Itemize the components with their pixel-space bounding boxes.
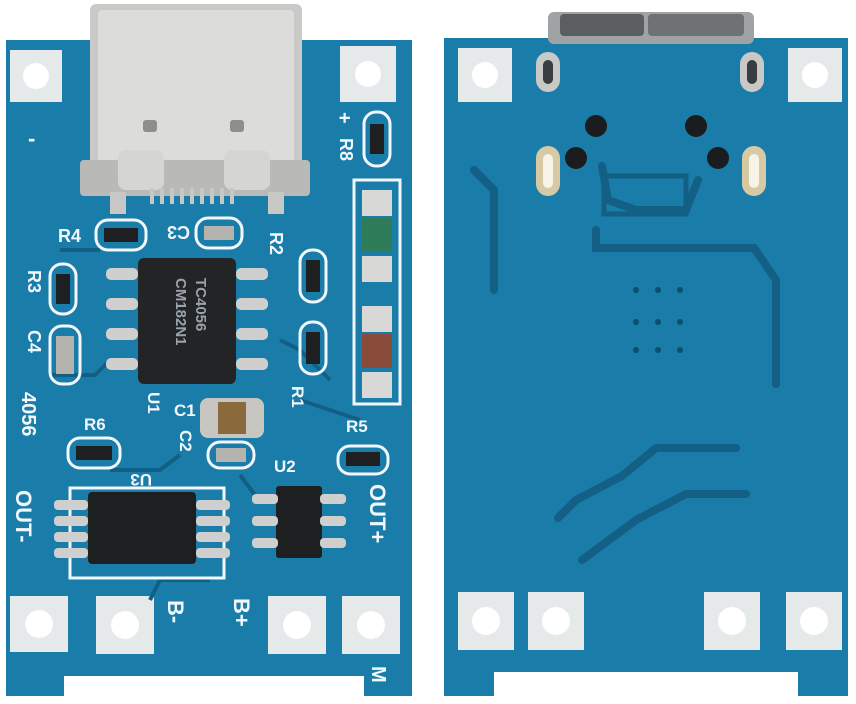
c4-label: C4 <box>24 330 44 353</box>
u2-label: U2 <box>274 457 296 476</box>
back-board-graphic <box>444 12 848 696</box>
c3-label: C3 <box>167 222 190 242</box>
capacitor-icon <box>200 398 264 438</box>
r2-label: R2 <box>266 232 286 255</box>
minus-label: - <box>28 126 35 151</box>
plus-label: + <box>333 112 355 124</box>
back-pcb-body <box>444 38 848 696</box>
u1-label: U1 <box>144 392 163 414</box>
front-board-graphic: TC4056 CM182N1 <box>6 4 412 696</box>
ic-marking-2: CM182N1 <box>172 278 189 346</box>
via-dots <box>633 287 683 353</box>
ic-marking-1: TC4056 <box>192 278 209 331</box>
u2-chip-icon <box>252 486 346 558</box>
b-minus-label: B- <box>163 600 188 623</box>
c1-label: C1 <box>174 401 196 420</box>
c2-label: C2 <box>176 430 195 452</box>
out-minus-label: OUT- <box>11 490 36 543</box>
r3-label: R3 <box>24 270 44 293</box>
usb-c-connector-icon <box>80 4 310 214</box>
r8-label: R8 <box>336 138 356 161</box>
out-plus-label: OUT+ <box>365 484 390 543</box>
m-label: M <box>367 666 389 683</box>
r5-label: R5 <box>346 417 368 436</box>
u3-chip-icon <box>54 486 230 580</box>
b-plus-label: B+ <box>229 598 254 627</box>
via-icon <box>536 52 766 196</box>
u3-label: U3 <box>130 470 152 489</box>
led-icon <box>352 178 402 406</box>
resistor-icon <box>48 110 392 476</box>
r6-label: R6 <box>84 415 106 434</box>
model-label: 4056 <box>17 392 39 437</box>
pad-icon <box>458 48 842 650</box>
front-board: TC4056 CM182N1 <box>0 0 420 704</box>
chip-icon: TC4056 CM182N1 <box>106 258 268 384</box>
back-board <box>436 0 856 704</box>
front-traces <box>50 248 361 601</box>
r4-label: R4 <box>58 226 81 246</box>
trace-icon <box>470 162 780 564</box>
mounting-pads <box>10 46 400 654</box>
r1-label: R1 <box>288 386 307 408</box>
